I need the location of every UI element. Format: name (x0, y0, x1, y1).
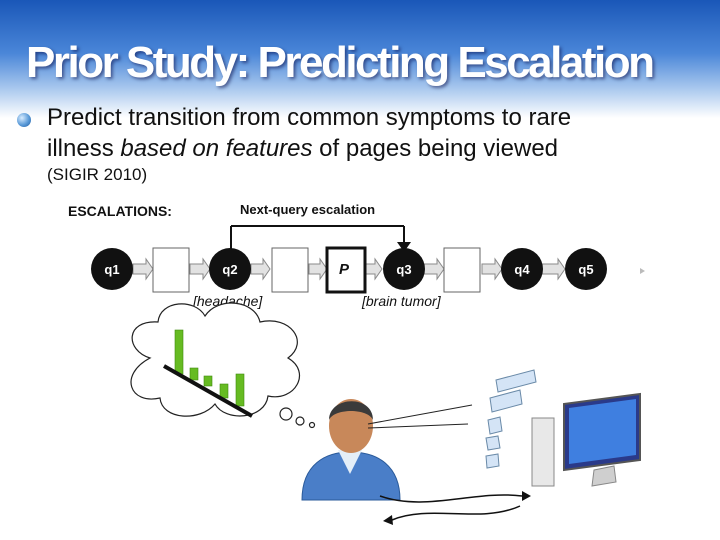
interaction-arrows (379, 494, 523, 521)
query-node-label: q1 (104, 262, 119, 277)
page-box-1 (152, 247, 190, 293)
bullet-line-2-end: of pages being viewed (312, 135, 559, 162)
title-background (0, 0, 720, 118)
page-p-label: P (339, 261, 350, 278)
bullet-line-1: Predict transition from common symptoms … (47, 104, 572, 131)
feature-bars (174, 329, 245, 407)
classifier-line (163, 364, 253, 418)
query-node-label: q5 (578, 262, 593, 277)
query-node-label: q2 (222, 262, 237, 277)
next-query-bracket (230, 225, 411, 252)
q3-caption: [brain tumor] (361, 293, 442, 309)
next-query-label: Next-query escalation (240, 202, 375, 217)
page-box-p (325, 246, 367, 294)
floating-pages (485, 369, 537, 469)
slide-title: Prior Study: Predicting Escalation (26, 38, 655, 87)
bullet-line-2-start: illness (47, 135, 121, 162)
sequence-arrows (132, 257, 566, 281)
bullet-text: Predict transition from common symptoms … (47, 102, 571, 164)
query-node-label: q3 (396, 262, 411, 277)
gaze-lines (367, 404, 473, 429)
q2-caption: [headache] (192, 293, 263, 309)
query-node-q4: q4 (501, 248, 543, 290)
query-node-q2: q2 (209, 248, 251, 290)
escalations-label: ESCALATIONS: (68, 203, 172, 219)
page-box-2 (271, 247, 309, 293)
page-box-3 (443, 247, 481, 293)
escalation-diagram: ESCALATIONS: Next-query escalation P q1 … (68, 202, 645, 525)
query-node-q3: q3 (383, 248, 425, 290)
query-node-q1: q1 (91, 248, 133, 290)
bullet-icon (17, 113, 31, 127)
query-node-label: q4 (514, 262, 530, 277)
arrow-head-right (522, 491, 531, 501)
arrow-head-left (383, 515, 393, 525)
venue-citation: (SIGIR 2010) (47, 165, 148, 184)
bullet-line-2-emphasis: based on features (120, 135, 313, 162)
user-avatar-icon (301, 399, 401, 501)
query-node-q5: q5 (565, 248, 607, 290)
computer-icon (531, 392, 641, 487)
thought-cloud (130, 302, 316, 429)
small-arrow-icon (640, 268, 645, 274)
